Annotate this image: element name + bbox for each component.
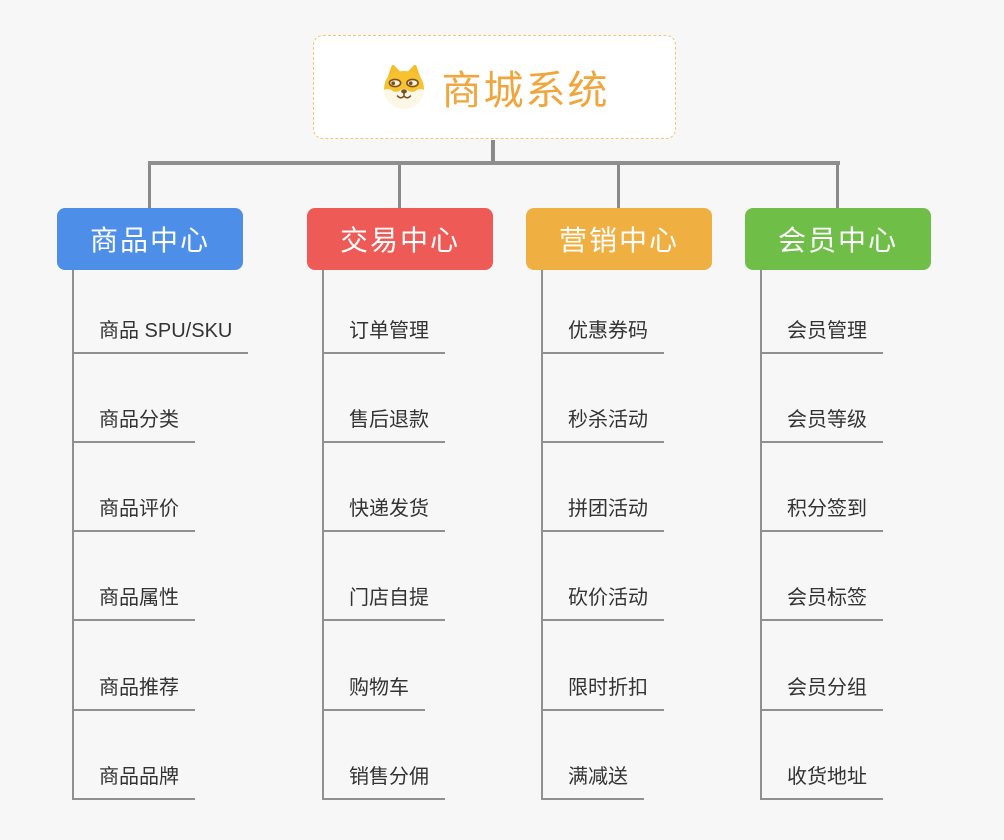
- mindmap-leaf-node[interactable]: 会员标签: [760, 581, 883, 621]
- branch-trade-center: 交易中心 订单管理售后退款快递发货门店自提购物车销售分佣: [307, 208, 547, 840]
- branch-product-center: 商品中心 商品 SPU/SKU 商品分类商品评价商品属性商品推荐商品品牌: [57, 208, 297, 840]
- mindmap-leaf-node[interactable]: 会员管理: [760, 314, 883, 354]
- mindmap-leaf-node[interactable]: 购物车: [322, 671, 425, 711]
- shiba-dog-icon: [383, 64, 424, 109]
- branch-connector-drop: [398, 165, 401, 208]
- root-connector-stub: [491, 140, 495, 163]
- branch-trunk-line: [760, 270, 762, 800]
- mindmap-leaf-node[interactable]: 积分签到: [760, 492, 883, 532]
- mindmap-leaf-node[interactable]: 拼团活动: [541, 492, 664, 532]
- branch-trunk-line: [72, 270, 74, 800]
- mindmap-leaf-node[interactable]: 限时折扣: [541, 671, 664, 711]
- mindmap-leaf-node[interactable]: 满减送: [541, 760, 644, 800]
- mindmap-leaf-node[interactable]: 砍价活动: [541, 581, 664, 621]
- branch-trunk-line: [541, 270, 543, 800]
- mindmap-leaf-node[interactable]: 商品推荐: [72, 671, 195, 711]
- root-node[interactable]: 商城系统: [313, 35, 676, 139]
- branch-connector-drop: [836, 165, 839, 208]
- mindmap-leaf-node[interactable]: 收货地址: [760, 760, 883, 800]
- branch-node[interactable]: 交易中心: [307, 208, 493, 270]
- mindmap-leaf-node[interactable]: 商品 SPU/SKU: [72, 314, 249, 354]
- mindmap-leaf-node[interactable]: 会员等级: [760, 403, 883, 443]
- mindmap-leaf-node[interactable]: 门店自提: [322, 581, 445, 621]
- mindmap-leaf-node[interactable]: 会员分组: [760, 671, 883, 711]
- branch-node[interactable]: 会员中心: [745, 208, 931, 270]
- branch-connector-drop: [148, 165, 151, 208]
- mindmap-leaf-node[interactable]: 商品分类: [72, 403, 195, 443]
- branch-trunk-line: [322, 270, 324, 800]
- branch-member-center: 会员中心 会员管理会员等级积分签到会员标签会员分组收货地址: [745, 208, 985, 840]
- mindmap-leaf-node[interactable]: 商品评价: [72, 492, 195, 532]
- mindmap-leaf-node[interactable]: 售后退款: [322, 403, 445, 443]
- branch-marketing-center: 营销中心 优惠券码秒杀活动拼团活动砍价活动限时折扣满减送: [526, 208, 766, 840]
- mindmap-leaf-node[interactable]: 优惠券码: [541, 314, 664, 354]
- mindmap-leaf-node[interactable]: 秒杀活动: [541, 403, 664, 443]
- mindmap-leaf-node[interactable]: 快递发货: [322, 492, 445, 532]
- branch-connector-bar: [148, 161, 840, 165]
- branch-node[interactable]: 营销中心: [526, 208, 712, 270]
- mindmap-leaf-node[interactable]: 销售分佣: [322, 760, 445, 800]
- mindmap-leaf-node[interactable]: 商品属性: [72, 581, 195, 621]
- branch-node[interactable]: 商品中心: [57, 208, 243, 270]
- root-node-title: 商城系统: [441, 69, 610, 113]
- branch-connector-drop: [617, 165, 620, 208]
- mindmap-leaf-node[interactable]: 订单管理: [322, 314, 445, 354]
- mindmap-leaf-node[interactable]: 商品品牌: [72, 760, 195, 800]
